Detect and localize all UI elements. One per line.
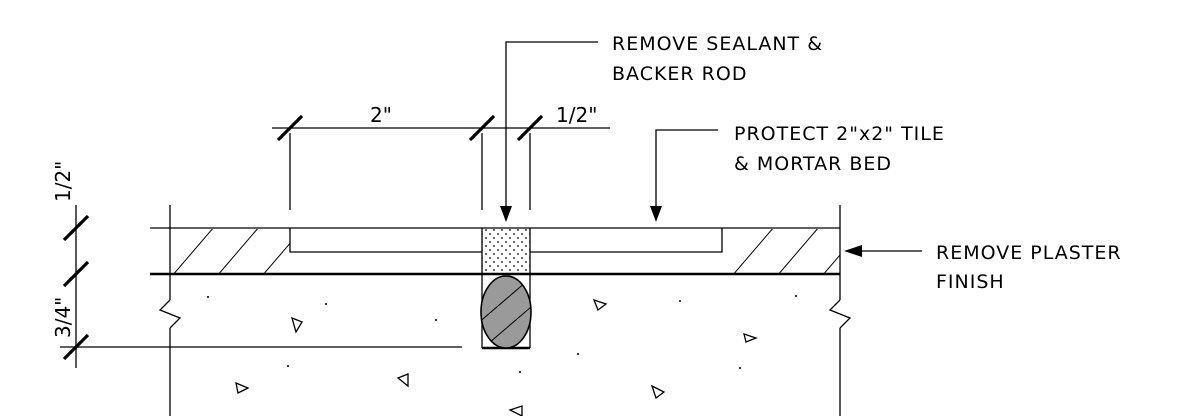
left-plaster-hatch	[172, 229, 290, 275]
tile-width-dimension: 2"	[370, 103, 392, 127]
plaster-note-line-1: REMOVE PLASTER	[936, 242, 1122, 264]
sealant-note-line-1: REMOVE SEALANT &	[612, 33, 823, 55]
tile-note-line-1: PROTECT 2"x2" TILE	[734, 123, 945, 145]
horizontal-dimensions	[272, 114, 610, 210]
joint-width-dimension: 1/2"	[556, 103, 597, 127]
vertical-dimensions	[62, 205, 90, 368]
plaster-arrowhead	[844, 245, 862, 257]
backer-rod	[480, 275, 532, 349]
plaster-note-line-2: FINISH	[936, 271, 1005, 293]
right-plaster-hatch	[732, 229, 840, 275]
concrete-slab	[158, 205, 852, 416]
leaders	[500, 41, 922, 257]
tile-thickness-dimension: 1/2"	[51, 161, 75, 202]
joint	[480, 228, 532, 350]
tile-note-line-2: & MORTAR BED	[734, 153, 892, 175]
sealant	[482, 228, 530, 274]
sealant-arrowhead	[500, 206, 512, 222]
sealant-note-line-2: BACKER ROD	[612, 63, 747, 85]
mortar-depth-dimension: 3/4"	[51, 297, 75, 338]
aggregate-marks	[207, 295, 797, 416]
tile-arrowhead	[650, 206, 662, 222]
